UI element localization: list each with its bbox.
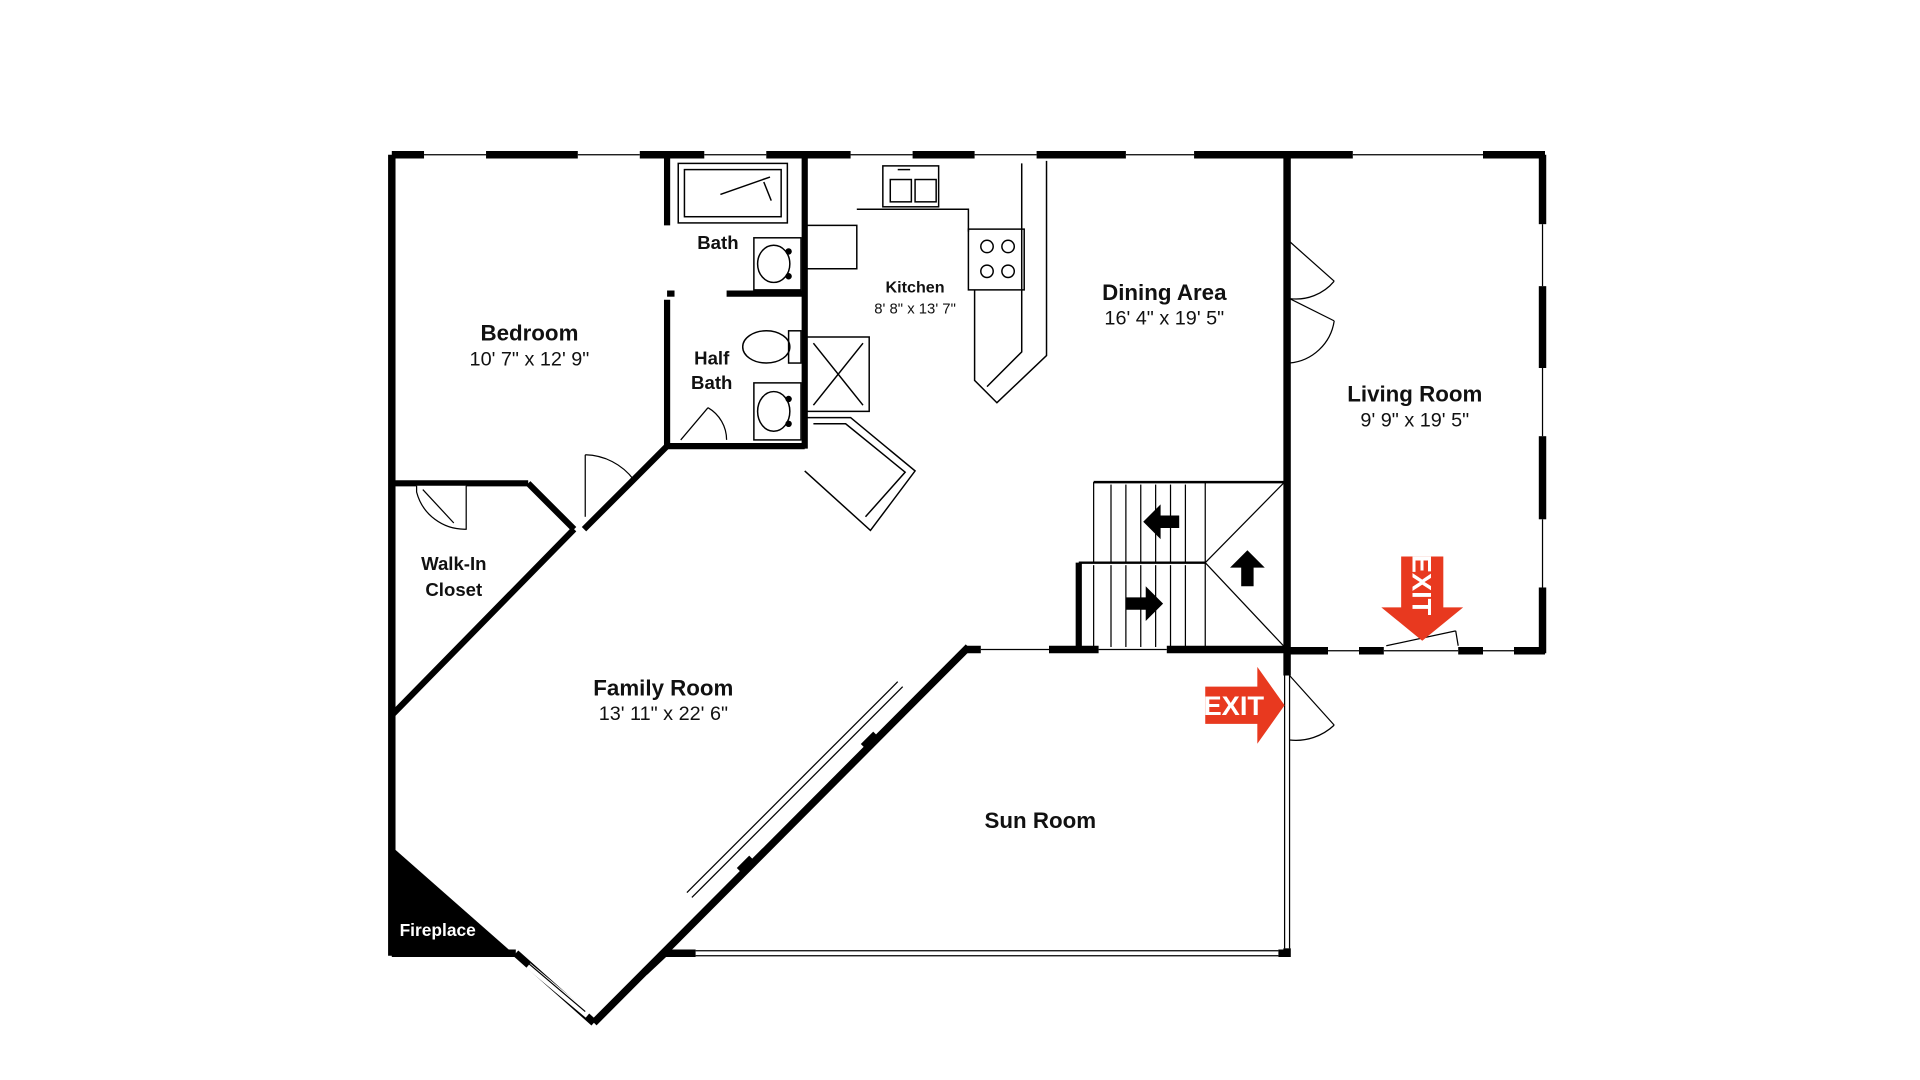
- bath-fixtures: [677, 162, 802, 441]
- fireplace-icon: [391, 846, 516, 956]
- family-room-dims: 13' 11" x 22' 6": [599, 703, 728, 725]
- kitchen-dims: 8' 8" x 13' 7": [874, 301, 956, 317]
- closet-label-line2: Closet: [425, 579, 482, 600]
- stair-arrows: [1125, 504, 1265, 621]
- fireplace-label: Fireplace: [400, 920, 477, 940]
- living-room-label: Living Room: [1347, 381, 1482, 406]
- bedroom-label: Bedroom: [480, 321, 578, 346]
- sun-room-label: Sun Room: [985, 808, 1097, 833]
- windows: [424, 149, 1548, 1018]
- living-room-dims: 9' 9" x 19' 5": [1360, 409, 1469, 431]
- exit-label: EXIT: [1203, 690, 1264, 721]
- half-bath-label-line2: Bath: [691, 372, 732, 393]
- stair-arrow-up-icon: [1230, 550, 1265, 587]
- doors: [415, 241, 1459, 741]
- dining-area-label: Dining Area: [1102, 280, 1227, 305]
- stair-arrow-right-icon: [1125, 586, 1164, 621]
- stair-arrow-left-icon: [1143, 504, 1180, 540]
- half-bath-label-line1: Half: [694, 347, 730, 368]
- kitchen-fixtures: [804, 160, 1048, 532]
- dining-area-dims: 16' 4" x 19' 5": [1104, 308, 1224, 330]
- room-labels: Bedroom 10' 7" x 12' 9" Bath Half Bath K…: [400, 232, 1483, 940]
- family-room-label: Family Room: [593, 675, 733, 700]
- bath-label: Bath: [697, 232, 738, 253]
- exit-label: EXIT: [1406, 555, 1437, 616]
- interior-walls: [389, 154, 1082, 718]
- bedroom-dims: 10' 7" x 12' 9": [470, 349, 590, 371]
- kitchen-label: Kitchen: [886, 278, 945, 296]
- exit-arrow-down-icon: EXIT: [1381, 555, 1464, 641]
- closet-label-line1: Walk-In: [421, 553, 486, 574]
- exit-arrow-right-icon: EXIT: [1203, 666, 1285, 744]
